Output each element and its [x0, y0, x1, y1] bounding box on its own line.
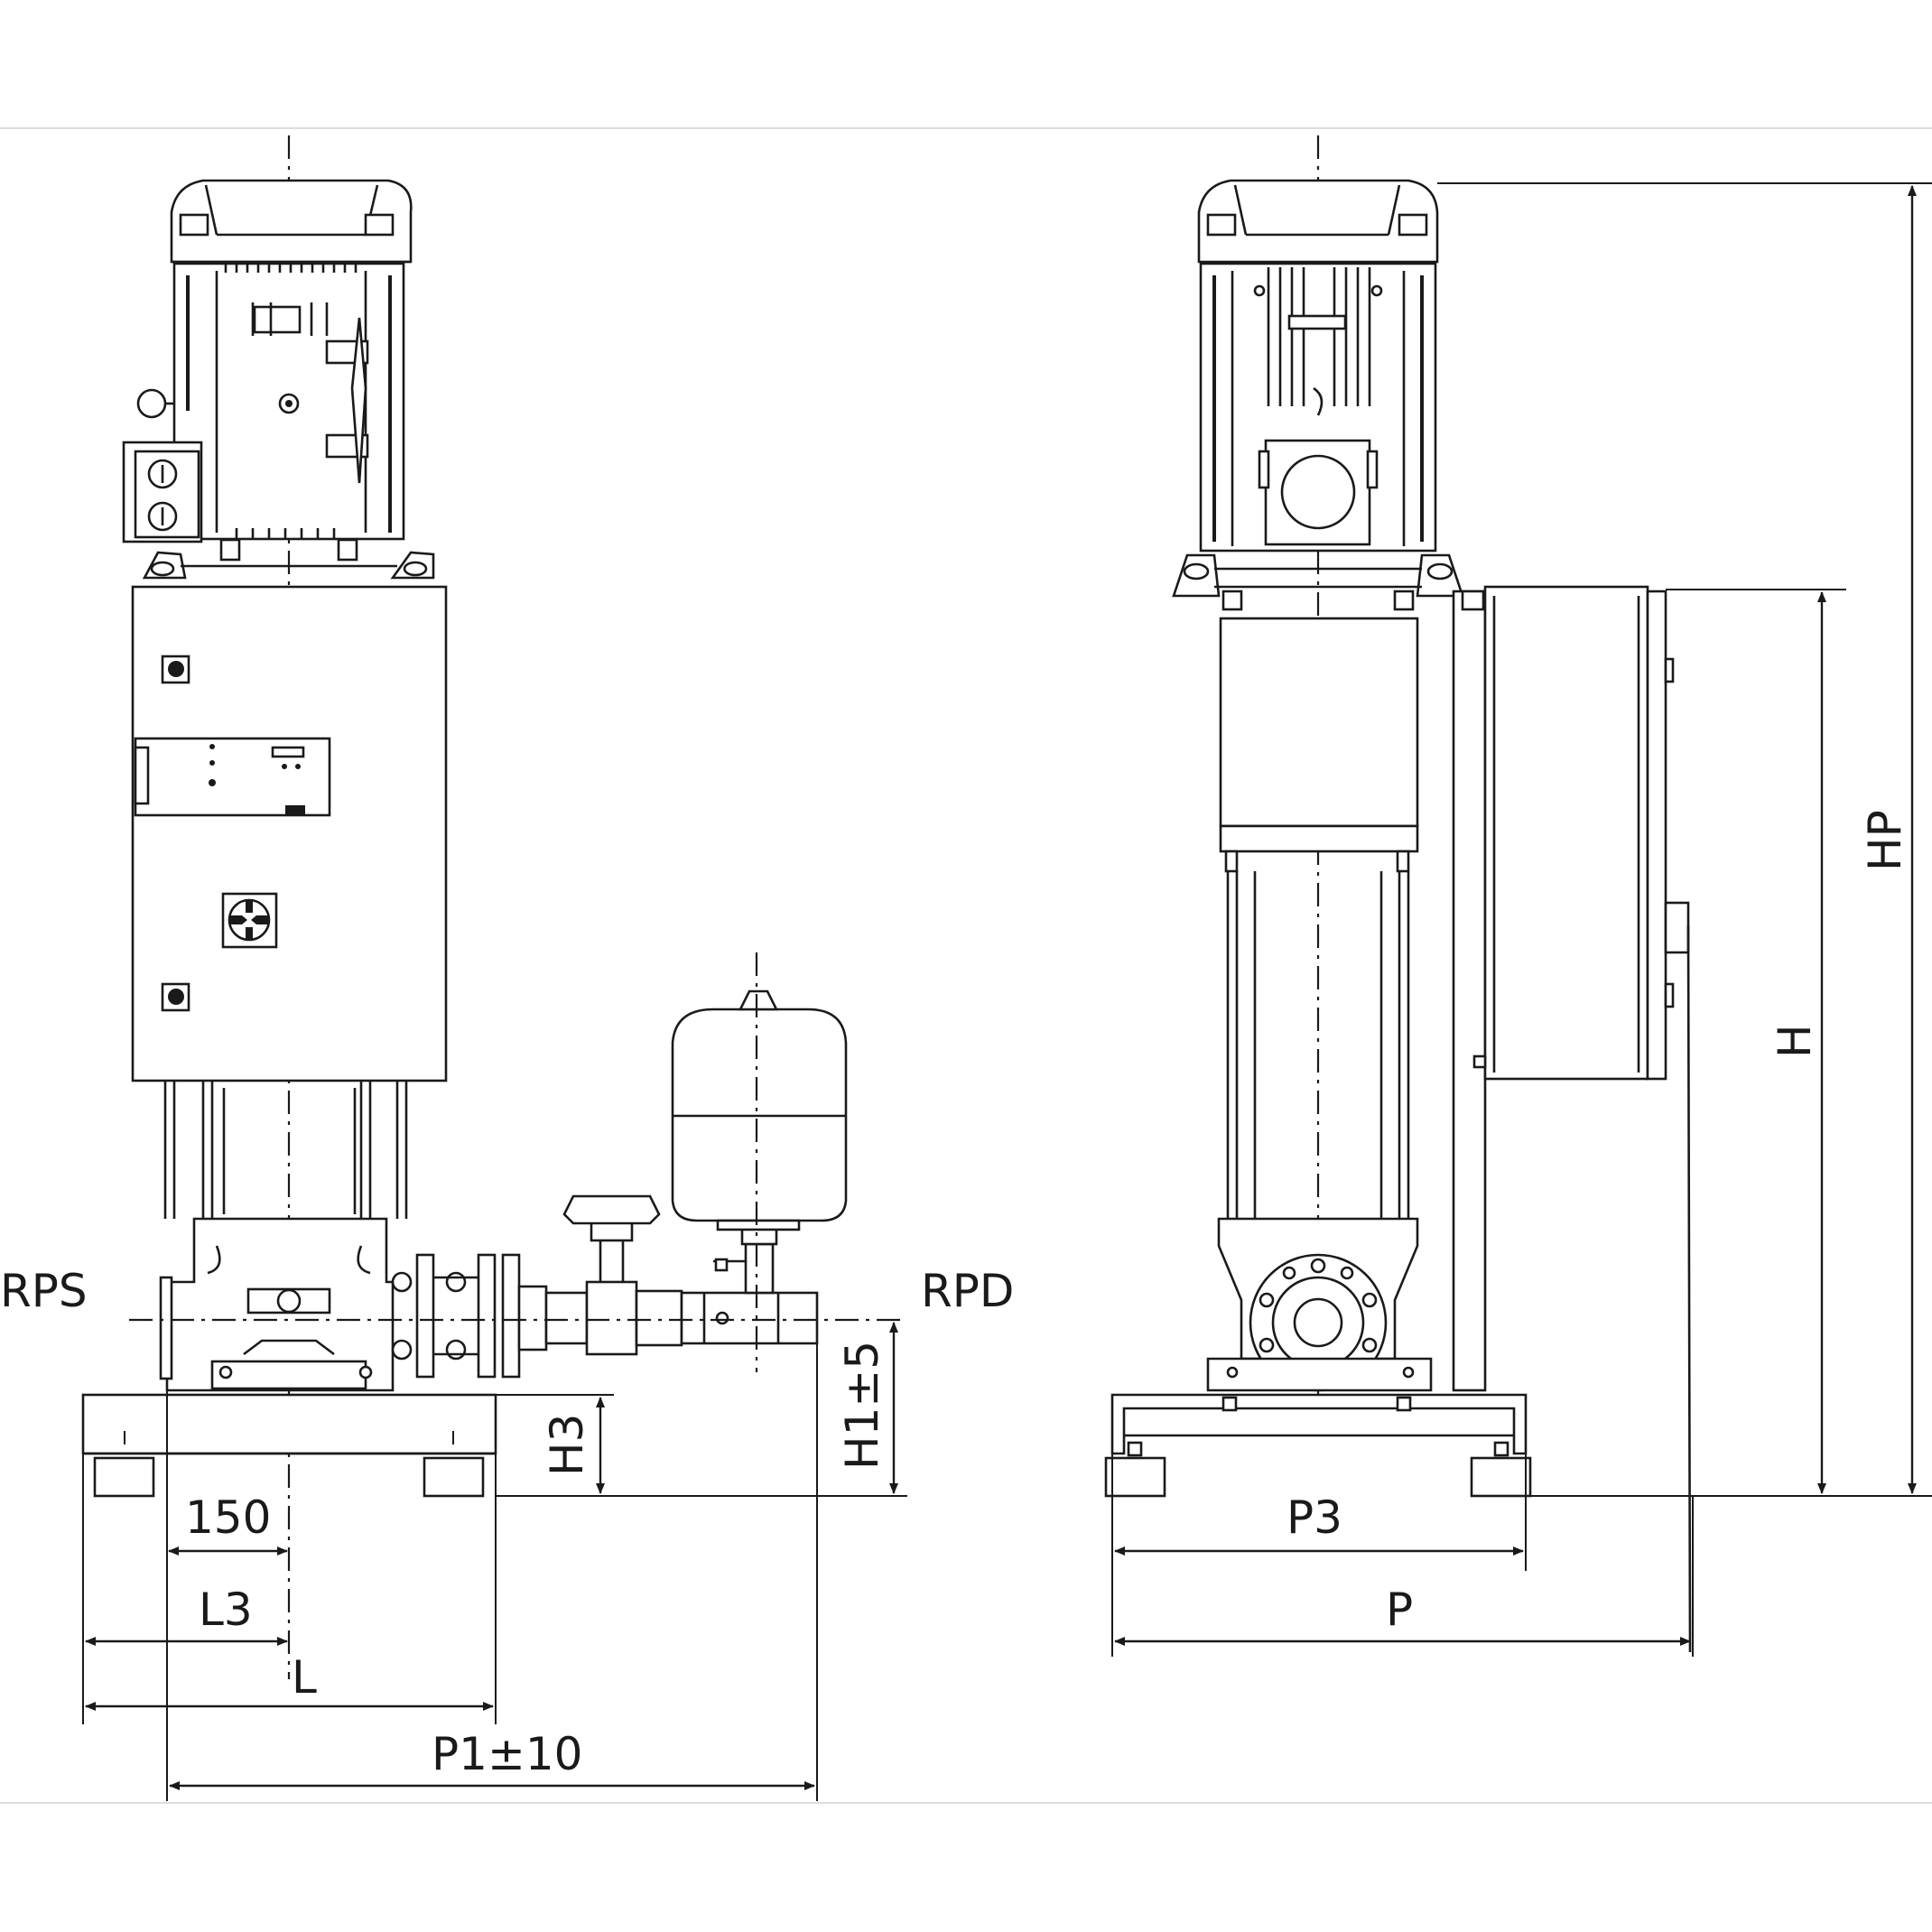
side-cabinet: [1452, 585, 1692, 1653]
control-cabinet: [131, 585, 448, 1082]
side-pump-column: [1206, 850, 1433, 1392]
side-upper-flange: [1219, 824, 1419, 853]
label-rpd: RPD: [921, 1265, 1014, 1317]
side-base-frame: [1104, 1393, 1532, 1498]
front-dimensions: [82, 1322, 907, 1801]
front-view: RPS RPD H3 H1±5 150 L3 L P1±10: [0, 135, 1014, 1801]
label-hp: HP: [1859, 810, 1911, 871]
label-h1: H1±5: [836, 1341, 888, 1470]
label-h: H: [1769, 1024, 1821, 1058]
label-h3: H3: [541, 1414, 593, 1476]
label-l3: L3: [199, 1584, 253, 1636]
side-coupling-guard: [1219, 617, 1419, 828]
label-l: L: [292, 1651, 317, 1704]
label-150: 150: [185, 1491, 271, 1544]
front-pump-column: [159, 989, 848, 1392]
front-motor: [122, 179, 435, 580]
label-p3: P3: [1286, 1491, 1342, 1544]
side-view: P3 P H HP: [1104, 135, 1932, 1657]
label-p1: P1±10: [432, 1728, 582, 1780]
side-motor: [1172, 179, 1464, 611]
front-base-frame: [81, 1393, 497, 1498]
label-p: P: [1386, 1584, 1413, 1636]
side-dimensions: [1111, 182, 1932, 1657]
label-rps: RPS: [0, 1265, 88, 1317]
